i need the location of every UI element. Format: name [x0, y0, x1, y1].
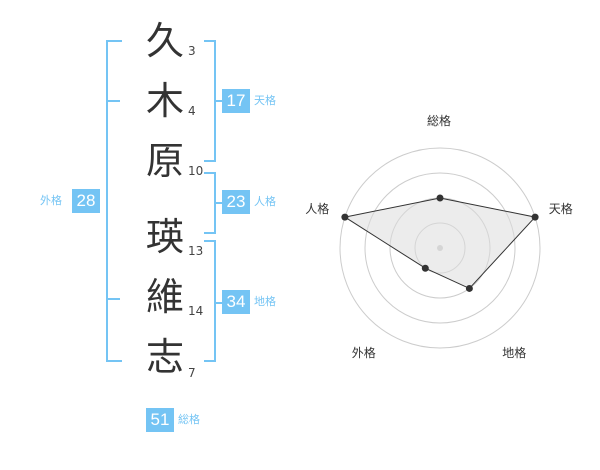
bracket-connector [214, 302, 222, 304]
soukaku-label: 総格 [178, 413, 200, 426]
bracket-tick [106, 298, 120, 300]
radar-axis-label-4: 外格 [351, 345, 376, 360]
radar-axis-label-5: 人格 [305, 202, 330, 217]
stroke-count-1: 3 [188, 44, 196, 58]
radar-point-5 [341, 213, 349, 221]
radar-point-1 [436, 194, 444, 202]
radar-series-area [343, 197, 537, 290]
bracket-tick [106, 100, 120, 102]
stroke-count-5: 14 [188, 304, 204, 318]
radar-axis-label-1: 総格 [427, 114, 452, 128]
name-char-6: 志 [145, 335, 184, 379]
radar-axis-label-2: 天格 [548, 202, 573, 217]
radar-axis-label-3: 地格 [502, 345, 527, 360]
chikaku-bracket [204, 240, 216, 362]
gaikaku-label: 外格 [40, 194, 62, 207]
name-char-5: 維 [145, 275, 184, 319]
stroke-count-6: 7 [188, 366, 196, 380]
stroke-count-4: 13 [188, 244, 204, 258]
tenkaku-badge: 17 [222, 89, 250, 113]
jinkaku-label: 人格 [254, 195, 276, 208]
bracket-connector [214, 202, 222, 204]
name-char-4: 瑛 [145, 215, 184, 259]
radar-point-2 [531, 213, 539, 221]
radar-point-4 [421, 264, 429, 272]
jinkaku-badge: 23 [222, 190, 250, 214]
stroke-count-3: 10 [188, 164, 204, 178]
name-char-1: 久 [145, 19, 184, 63]
gaikaku-bracket [106, 40, 122, 362]
chikaku-badge: 34 [222, 290, 250, 314]
stroke-count-2: 4 [188, 104, 196, 118]
gaikaku-badge: 28 [72, 189, 100, 213]
radar-ring [364, 172, 516, 324]
soukaku-badge: 51 [146, 408, 174, 432]
name-char-3: 原 [145, 139, 184, 183]
radar-ring [339, 147, 541, 349]
radar-point-3 [465, 284, 473, 292]
bracket-connector [214, 100, 222, 102]
name-char-2: 木 [145, 79, 184, 123]
chikaku-label: 地格 [254, 295, 276, 308]
tenkaku-label: 天格 [254, 94, 276, 107]
